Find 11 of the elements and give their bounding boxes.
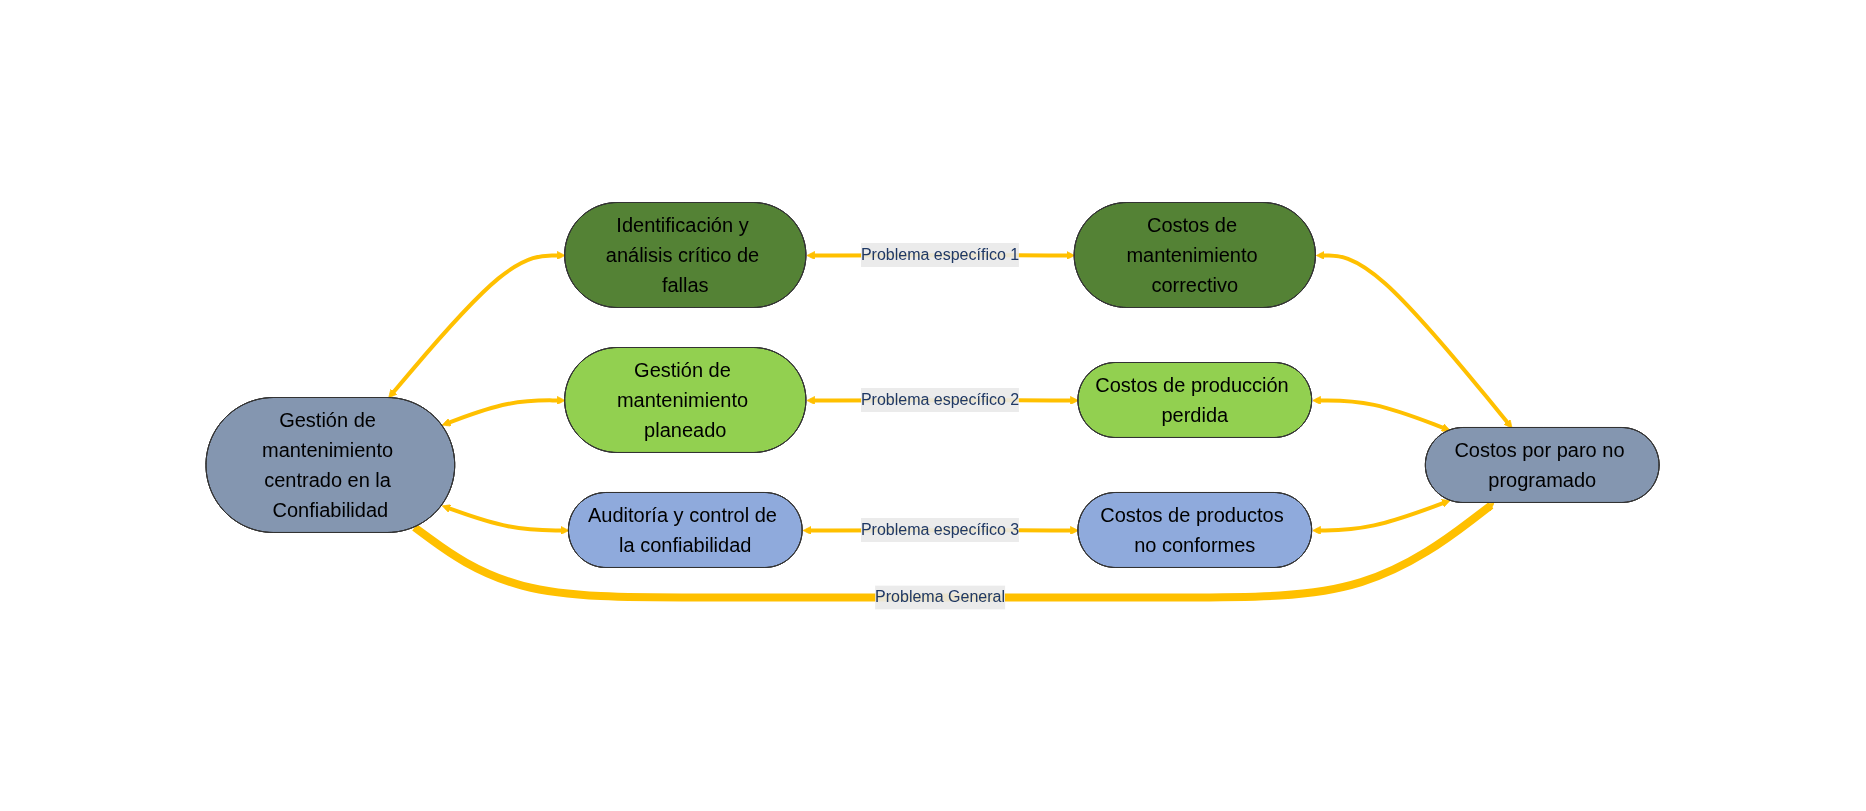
edge-label: Problema General: [875, 588, 1006, 605]
edge-label: Problema específico 2: [861, 390, 1020, 408]
arrow: [442, 395, 567, 426]
arrow: [388, 250, 567, 398]
arrow: [1312, 395, 1451, 432]
arrow: [442, 503, 570, 535]
edge-label: Problema específico 1: [861, 245, 1020, 263]
arrow: [1316, 250, 1513, 428]
edge-label: Problema específico 3: [861, 520, 1020, 538]
arrow: [1312, 498, 1451, 535]
arrow: [412, 501, 1495, 601]
